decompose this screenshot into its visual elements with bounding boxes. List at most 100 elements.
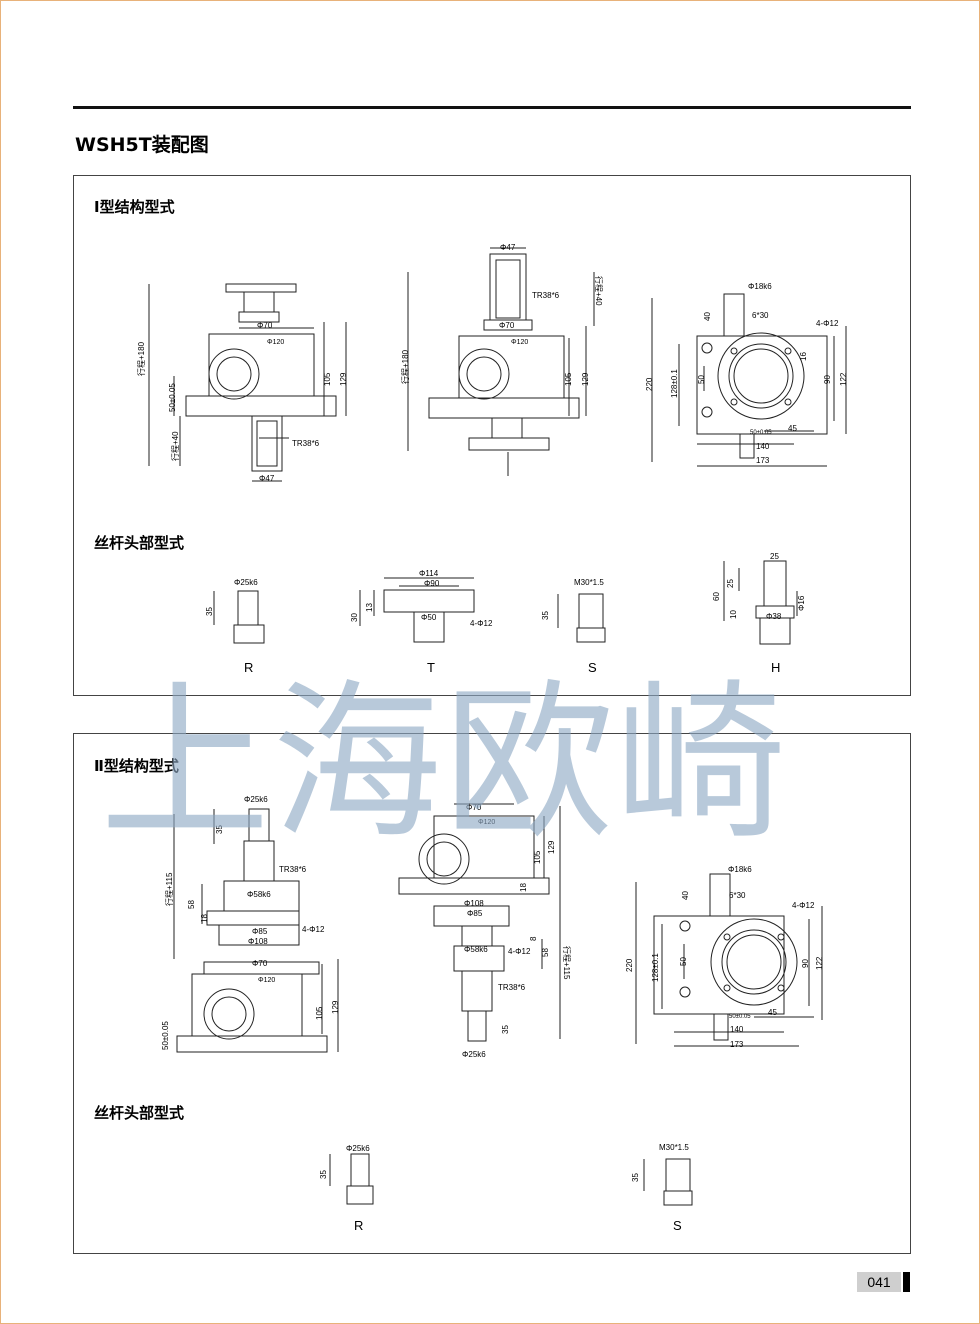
head-s-drawing <box>557 593 606 643</box>
dim-thread-b: TR38*6 <box>532 291 560 300</box>
dim-stroke-180-b: 行程+180 <box>400 349 410 384</box>
p2b-stroke: 行程+115 <box>562 946 572 980</box>
head-t-h13: 13 <box>365 603 374 612</box>
dim-holes: 4-Φ12 <box>816 319 839 328</box>
p2-head-s-thread: M30*1.5 <box>659 1143 689 1152</box>
p2c-shaft: Φ18k6 <box>728 865 752 874</box>
p2c-w50: 50±0.05 <box>729 1014 751 1020</box>
head-h-h25: 25 <box>726 579 735 588</box>
section-title-type-1: Ⅰ型结构型式 <box>94 198 175 216</box>
p2-d25: Φ25k6 <box>244 795 268 804</box>
dim-key: 6*30 <box>752 311 769 320</box>
p2c-key: 6*30 <box>729 891 746 900</box>
dim-h40: 40 <box>703 312 712 321</box>
p2b-h35: 35 <box>501 1025 510 1034</box>
section-title-head-types-2: 丝杆头部型式 <box>94 1104 185 1122</box>
page-title: WSH5T装配图 <box>75 134 209 156</box>
head-t-d50: Φ50 <box>421 613 437 622</box>
head-code-h: H <box>771 660 781 675</box>
p2-stroke: 行程+115 <box>164 872 174 906</box>
page-number-bar <box>903 1272 910 1292</box>
dim-thread: TR38*6 <box>292 439 320 448</box>
head-t-holes: 4-Φ12 <box>470 619 493 628</box>
head-code-s: S <box>588 660 597 675</box>
p2-head-s-h: 35 <box>631 1173 640 1182</box>
type2-top-view <box>635 873 823 1047</box>
p2-head-s-drawing <box>643 1158 693 1206</box>
head-s-h: 35 <box>541 611 550 620</box>
section-title-head-types-1: 丝杆头部型式 <box>94 534 185 552</box>
panel-type-2: Ⅱ型结构型式 丝杆头部型式 Φ25k6 35 TR38*6 行程+115 Φ58… <box>73 733 911 1254</box>
dim-w50: 50±0.05 <box>750 430 772 436</box>
p2c-h40: 40 <box>681 891 690 900</box>
dim-d47: Φ47 <box>259 474 275 483</box>
panel2-drawings: Φ25k6 35 TR38*6 行程+115 Φ58k6 58 18 Φ85 Φ… <box>161 795 824 1206</box>
dim-h50: 50 <box>697 375 706 384</box>
head-h-h10: 10 <box>729 610 738 619</box>
p2b-h8: 8 <box>529 936 538 941</box>
dim-h129-b: 129 <box>581 372 590 386</box>
dim-h105-b: 105 <box>564 372 573 386</box>
head-h-h60: 60 <box>712 592 721 601</box>
type1-top-view <box>651 293 847 467</box>
dim-w45: 45 <box>788 424 797 433</box>
p2-head-r-drawing <box>329 1153 374 1205</box>
p2b-d108: Φ108 <box>464 899 484 908</box>
p2-h58: 58 <box>187 900 196 909</box>
dim-shaft: Φ18k6 <box>748 282 772 291</box>
p2-head-code-r: R <box>354 1218 364 1233</box>
p2-h129: 129 <box>331 1000 340 1014</box>
dim-h122: 122 <box>839 372 848 386</box>
p2b-d25: Φ25k6 <box>462 1050 486 1059</box>
head-r-h: 35 <box>205 607 214 616</box>
p2c-h90: 90 <box>801 959 810 968</box>
type2-jack-drawing-b <box>398 803 561 1042</box>
p2c-w45: 45 <box>768 1008 777 1017</box>
p2c-h128: 128±0.1 <box>651 953 660 982</box>
p2-head-r-h: 35 <box>319 1170 328 1179</box>
dim-h16: 16 <box>799 352 808 361</box>
head-code-r: R <box>244 660 254 675</box>
panel-type-1: Ⅰ型结构型式 丝杆头部型式 行程+180 50±0.05 行程+40 Φ70 Φ… <box>73 175 911 696</box>
p2b-thread: TR38*6 <box>498 983 526 992</box>
type1-jack-drawing-a <box>148 283 347 482</box>
dim-h105: 105 <box>323 372 332 386</box>
dim-h90: 90 <box>823 375 832 384</box>
dim-d47-b: Φ47 <box>500 243 516 252</box>
head-t-d114: Φ114 <box>419 569 439 578</box>
top-rule <box>73 106 911 109</box>
dim-d70-b: Φ70 <box>499 321 515 330</box>
p2-h105: 105 <box>315 1006 324 1020</box>
head-h-d38: Φ38 <box>766 612 782 621</box>
p2-head-code-s: S <box>673 1218 682 1233</box>
p2-d108: Φ108 <box>248 937 268 946</box>
p2-d120: Φ120 <box>258 977 275 984</box>
p2b-d70: Φ70 <box>466 803 482 812</box>
p2b-d120: Φ120 <box>478 819 495 826</box>
page-number: 041 <box>857 1272 901 1292</box>
dim-stroke-40-b: 行程+40 <box>594 276 604 306</box>
dim-height-tol: 50±0.05 <box>168 383 177 412</box>
head-h-drawing <box>723 560 798 645</box>
p2-tol: 50±0.05 <box>161 1021 170 1050</box>
type2-jack-drawing-a <box>173 808 339 1053</box>
dim-h128: 128±0.1 <box>670 369 679 398</box>
dim-stroke-40: 行程+40 <box>170 431 180 461</box>
p2-head-r-dia: Φ25k6 <box>346 1144 370 1153</box>
p2b-h58: 58 <box>541 948 550 957</box>
p2-h18: 18 <box>200 914 209 923</box>
p2-d58: Φ58k6 <box>247 890 271 899</box>
head-h-d16: Φ16 <box>797 595 806 611</box>
head-s-thread: M30*1.5 <box>574 578 604 587</box>
head-t-h30: 30 <box>350 613 359 622</box>
section-title-type-2: Ⅱ型结构型式 <box>94 757 179 775</box>
p2b-d85: Φ85 <box>467 909 483 918</box>
p2-thread: TR38*6 <box>279 865 307 874</box>
head-code-t: T <box>427 660 435 675</box>
p2c-h50: 50 <box>679 957 688 966</box>
p2b-h18: 18 <box>519 883 528 892</box>
p2-holes: 4-Φ12 <box>302 925 325 934</box>
type1-jack-drawing-b <box>407 247 595 476</box>
dim-h129: 129 <box>339 372 348 386</box>
dim-w140: 140 <box>756 442 770 451</box>
